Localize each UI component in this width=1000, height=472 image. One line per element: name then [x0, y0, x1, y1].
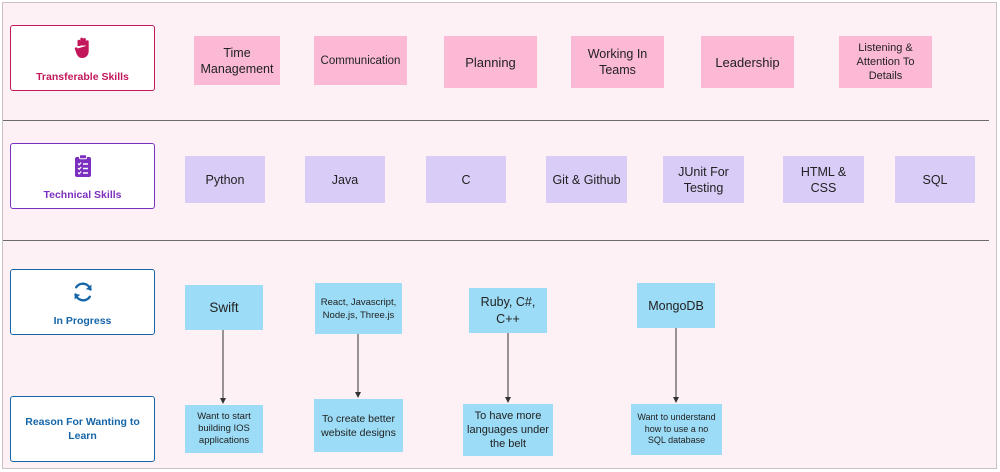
raised-hand-icon: [11, 36, 154, 62]
transferable-skill-note: Time Management: [194, 36, 280, 85]
section-divider-1: [3, 120, 989, 121]
transferable-skill-note: Planning: [444, 36, 537, 88]
transferable-skills-label: Transferable Skills: [36, 71, 129, 83]
transferable-skills-card: Transferable Skills: [10, 25, 155, 91]
transferable-skill-note: Working In Teams: [571, 36, 664, 88]
technical-skills-card: Technical Skills: [10, 143, 155, 209]
reason-note: Want to start building IOS applications: [185, 405, 263, 453]
in-progress-note: Swift: [185, 285, 263, 330]
reason-note: To have more languages under the belt: [463, 404, 553, 456]
technical-skill-note: JUnit For Testing: [663, 156, 744, 203]
reason-note: To create better website designs: [314, 399, 403, 452]
transferable-skill-note: Leadership: [701, 36, 794, 88]
in-progress-label: In Progress: [53, 315, 112, 327]
in-progress-card: In Progress: [10, 269, 155, 335]
transferable-skill-note: Listening & Attention To Details: [839, 36, 932, 88]
technical-skill-note: SQL: [895, 156, 975, 203]
refresh-icon: [11, 280, 154, 306]
technical-skill-note: Git & Github: [546, 156, 627, 203]
in-progress-note: React, Javascript, Node.js, Three.js: [315, 283, 402, 334]
section-divider-2: [3, 240, 989, 241]
reason-note: Want to understand how to use a no SQL d…: [631, 404, 722, 455]
technical-skill-note: C: [426, 156, 506, 203]
technical-skill-note: Java: [305, 156, 385, 203]
technical-skill-note: Python: [185, 156, 265, 203]
technical-skill-note: HTML & CSS: [783, 156, 864, 203]
reason-label: Reason For Wanting to Learn: [25, 416, 140, 442]
in-progress-note: MongoDB: [637, 283, 715, 328]
reason-card: Reason For Wanting to Learn: [10, 396, 155, 462]
in-progress-note: Ruby, C#, C++: [469, 288, 547, 333]
transferable-skill-note: Communication: [314, 36, 407, 85]
technical-skills-label: Technical Skills: [43, 189, 122, 201]
clipboard-checklist-icon: [11, 154, 154, 180]
